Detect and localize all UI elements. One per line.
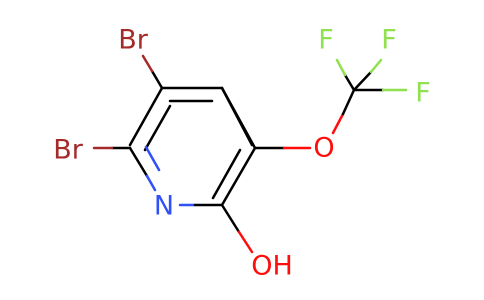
atom-f-right: F	[415, 78, 431, 109]
bond-c2-n-b	[145, 174, 157, 192]
bond-o-cf3-b	[341, 88, 356, 116]
bond-c2-c3	[128, 86, 164, 147]
bond-c2-c3-double-inner	[143, 104, 172, 152]
bond-c2-n-double-a	[144, 145, 161, 172]
bond-o-cf3-a	[331, 112, 345, 135]
atom-br-top: Br	[118, 25, 149, 56]
bond-c4-c5	[220, 86, 257, 150]
atom-n: N	[154, 191, 174, 222]
bond-c3-br-a	[150, 69, 164, 90]
atom-o: O	[313, 133, 334, 164]
bond-c5-c6-double-inner	[211, 148, 242, 200]
bond-c-f-left-b	[335, 58, 347, 77]
bond-c-f-top-a	[352, 70, 373, 92]
bond-c6-oh-a	[220, 203, 241, 234]
bond-c3-br-b	[141, 54, 154, 73]
atom-f-top-left: F	[318, 25, 334, 56]
bond-c2-n-a	[128, 146, 149, 178]
atom-br-left: Br	[53, 135, 84, 166]
bond-c5-c6	[220, 146, 257, 207]
atom-f-top-right: F	[381, 25, 397, 56]
bond-c6-oh-b	[237, 230, 254, 254]
atom-oh: OH	[251, 251, 293, 282]
bond-c-f-left-a	[343, 73, 356, 92]
bond-c-f-top-b	[369, 58, 383, 74]
